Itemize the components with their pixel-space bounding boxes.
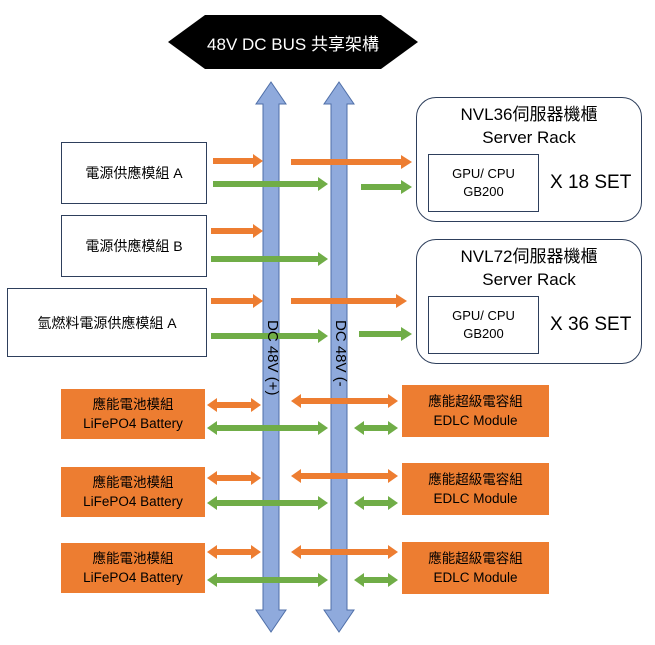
arrow-orange-bidirectional bbox=[291, 469, 398, 483]
edlc-module-title: 應能超級電容組 bbox=[428, 394, 523, 409]
server-rack-nvl72: NVL72伺服器機櫃 Server Rack GPU/ CPU GB200 X … bbox=[416, 239, 642, 364]
battery-module-type: LiFePO4 Battery bbox=[83, 570, 183, 585]
hydrogen-fuel-power-module-label: 氫燃料電源供應模組 A bbox=[37, 314, 177, 331]
arrow-orange-bidirectional bbox=[291, 545, 398, 559]
arrow-green-bidirectional bbox=[207, 496, 328, 510]
arrow-green-bidirectional bbox=[354, 573, 398, 587]
arrow-orange-bidirectional bbox=[207, 471, 261, 485]
gb200-label: GB200 bbox=[463, 184, 504, 199]
hydrogen-fuel-power-module: 氫燃料電源供應模組 A bbox=[7, 288, 207, 357]
battery-module: 應能電池模組 LiFePO4 Battery bbox=[61, 467, 205, 517]
power-supply-module-a-label: 電源供應模組 A bbox=[85, 165, 183, 181]
arrow-green bbox=[211, 329, 328, 343]
power-supply-module-b-label: 電源供應模組 B bbox=[85, 238, 183, 254]
rack-multiplier: X 18 SET bbox=[550, 172, 632, 193]
source-arrows bbox=[211, 154, 412, 343]
battery-module-type: LiFePO4 Battery bbox=[83, 416, 183, 431]
rack-subtitle: Server Rack bbox=[482, 128, 576, 147]
arrow-green-bidirectional bbox=[354, 421, 398, 435]
rack-multiplier: X 36 SET bbox=[550, 314, 632, 335]
bus-negative bbox=[323, 81, 355, 633]
rack-title: NVL36伺服器機櫃 bbox=[460, 105, 598, 124]
arrow-orange bbox=[291, 294, 407, 308]
edlc-module-type: EDLC Module bbox=[433, 570, 518, 585]
bus-positive-label: DC 48V (+) bbox=[264, 320, 281, 396]
arrow-orange bbox=[213, 154, 263, 168]
gb200-label: GB200 bbox=[463, 326, 504, 341]
edlc-module: 應能超級電容組 EDLC Module bbox=[402, 385, 549, 437]
gpu-cpu-label: GPU/ CPU bbox=[452, 166, 515, 181]
arrow-green bbox=[211, 252, 328, 266]
bus-negative-label: DC 48V (- bbox=[332, 320, 349, 387]
gpu-cpu-box: GPU/ CPU GB200 bbox=[428, 296, 539, 354]
power-supply-module-a: 電源供應模組 A bbox=[61, 142, 207, 204]
gpu-cpu-label: GPU/ CPU bbox=[452, 308, 515, 323]
battery-module: 應能電池模組 LiFePO4 Battery bbox=[61, 389, 205, 439]
bus-banner bbox=[168, 15, 418, 69]
arrow-green-bidirectional bbox=[354, 496, 398, 510]
diagram-title: 48V DC BUS 共享架構 bbox=[207, 35, 379, 54]
arrow-orange-bidirectional bbox=[207, 545, 261, 559]
arrow-orange-bidirectional bbox=[207, 398, 261, 412]
storage-arrows bbox=[207, 394, 398, 587]
edlc-module-title: 應能超級電容組 bbox=[428, 472, 523, 487]
arrow-orange bbox=[211, 224, 263, 238]
battery-module-title: 應能電池模組 bbox=[92, 475, 174, 490]
arrow-green bbox=[213, 177, 328, 191]
edlc-module-type: EDLC Module bbox=[433, 491, 518, 506]
server-rack-nvl36: NVL36伺服器機櫃 Server Rack GPU/ CPU GB200 X … bbox=[416, 97, 642, 222]
arrow-orange bbox=[291, 155, 412, 169]
battery-module-title: 應能電池模組 bbox=[92, 551, 174, 566]
battery-module: 應能電池模組 LiFePO4 Battery bbox=[61, 543, 205, 593]
power-supply-module-b: 電源供應模組 B bbox=[61, 215, 207, 277]
arrow-orange bbox=[211, 294, 263, 308]
rack-title: NVL72伺服器機櫃 bbox=[460, 247, 598, 266]
bus-positive bbox=[255, 81, 287, 633]
arrow-green bbox=[359, 327, 412, 341]
arrow-green-bidirectional bbox=[207, 421, 328, 435]
battery-module-type: LiFePO4 Battery bbox=[83, 494, 183, 509]
arrow-orange-bidirectional bbox=[291, 394, 398, 408]
rack-subtitle: Server Rack bbox=[482, 270, 576, 289]
edlc-module: 應能超級電容組 EDLC Module bbox=[402, 542, 549, 594]
gpu-cpu-box: GPU/ CPU GB200 bbox=[428, 154, 539, 212]
arrow-green-bidirectional bbox=[207, 573, 328, 587]
edlc-module: 應能超級電容組 EDLC Module bbox=[402, 463, 549, 515]
edlc-module-title: 應能超級電容組 bbox=[428, 551, 523, 566]
arrow-green bbox=[361, 180, 412, 194]
edlc-module-type: EDLC Module bbox=[433, 413, 518, 428]
battery-module-title: 應能電池模組 bbox=[92, 397, 174, 412]
